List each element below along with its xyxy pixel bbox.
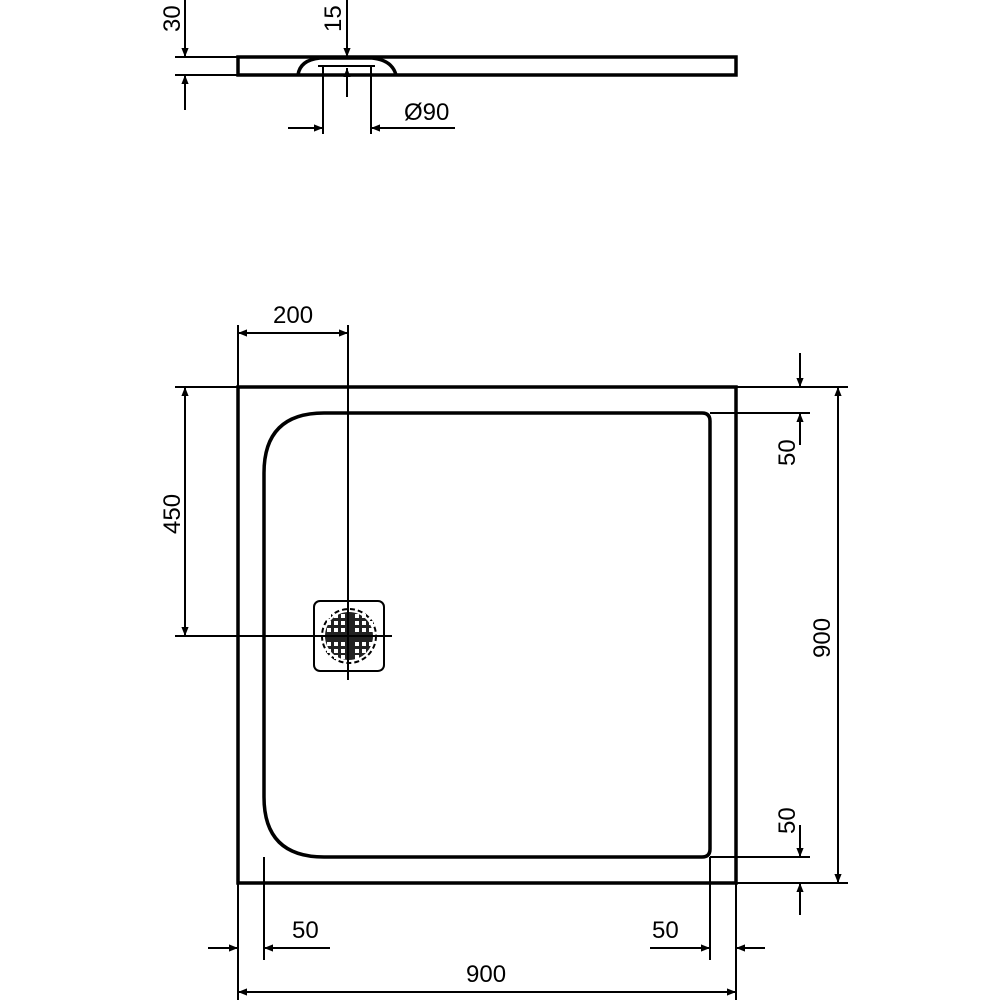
height-label: 30 — [159, 5, 186, 32]
tray-basin — [262, 411, 712, 859]
drain-profile — [296, 56, 398, 76]
drain-depth-label: 15 — [320, 5, 347, 32]
depth-label: 900 — [809, 618, 836, 658]
rim-top-label: 50 — [774, 439, 801, 466]
width-label: 900 — [466, 961, 506, 988]
profile-view: 30 15 Ø90 — [159, 0, 738, 134]
tray-profile — [236, 55, 738, 77]
plan-view: 200 450 50 50 900 50 50 900 — [159, 302, 848, 1000]
drain-offset-x-label: 200 — [273, 302, 313, 329]
rim-right-label: 50 — [652, 917, 679, 944]
drain-offset-y-label: 450 — [159, 494, 186, 534]
rim-left-label: 50 — [292, 917, 319, 944]
drain-diameter-label: Ø90 — [404, 99, 449, 126]
rim-bottom-label: 50 — [774, 807, 801, 834]
